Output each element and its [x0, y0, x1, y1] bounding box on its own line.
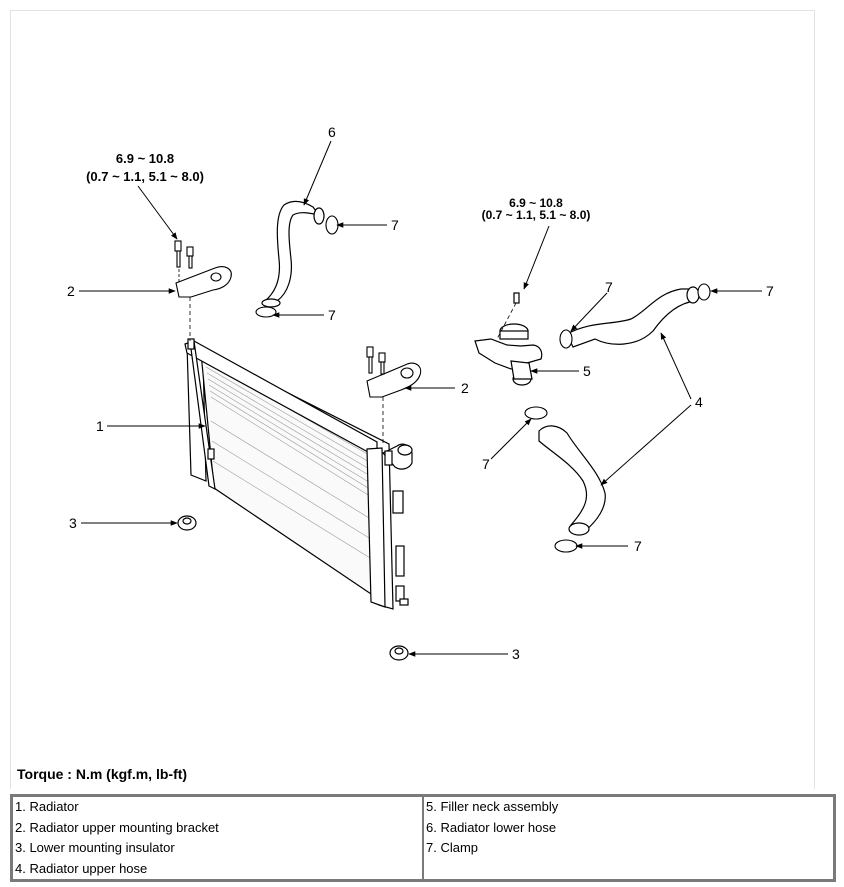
radiator-part	[184, 338, 413, 610]
left-upper-bracket	[174, 240, 232, 341]
lower-hose-part	[261, 200, 325, 308]
legend-left-column: 1. Radiator 2. Radiator upper mounting b…	[12, 796, 423, 880]
legend-item: 3. Lower mounting insulator	[15, 840, 175, 855]
callout-3-right: 3	[512, 646, 520, 662]
clamp-part	[255, 215, 339, 318]
upper-hose-part	[538, 286, 700, 536]
torque-unit-caption: Torque : N.m (kgf.m, lb-ft)	[17, 766, 188, 782]
legend-item: 4. Radiator upper hose	[15, 860, 148, 876]
legend-item: 1. Radiator	[15, 799, 79, 814]
torque-right-line1: 6.9 ~ 10.8	[509, 196, 563, 210]
callout-2-left: 2	[67, 283, 75, 299]
callout-7-bottom: 7	[634, 538, 642, 554]
callout-7-lower-hose-top: 7	[391, 217, 399, 233]
callout-6: 6	[328, 124, 336, 140]
parts-legend-table: 1. Radiator 2. Radiator upper mounting b…	[10, 794, 836, 882]
callout-3-left: 3	[69, 515, 77, 531]
callout-7-upper-hose-left: 7	[605, 279, 613, 295]
legend-item: 2. Radiator upper mounting bracket	[15, 819, 219, 835]
clamp-part	[524, 283, 711, 553]
torque-left-line2: (0.7 ~ 1.1, 5.1 ~ 8.0)	[86, 169, 204, 184]
legend-item: 6. Radiator lower hose	[426, 819, 557, 835]
legend-item: 7. Clamp	[426, 840, 479, 855]
leader-lines	[79, 140, 762, 657]
legend-item: 5. Filler neck assembly	[426, 799, 559, 814]
callout-7-mid: 7	[482, 456, 490, 472]
callout-7-upper-hose-right: 7	[766, 283, 774, 299]
legend-right-column: 5. Filler neck assembly 6. Radiator lowe…	[423, 796, 834, 880]
callout-7-lower-hose-bottom: 7	[328, 307, 336, 323]
radiator-assembly-drawing: 1 2 2 3 3 4 5 6 7 7 7 7 7 7 6.9 ~ 10.8 (…	[67, 124, 774, 662]
torque-right-line2: (0.7 ~ 1.1, 5.1 ~ 8.0)	[482, 208, 591, 222]
right-upper-bracket	[366, 346, 422, 446]
callout-1: 1	[96, 418, 104, 434]
exploded-diagram: 1 2 2 3 3 4 5 6 7 7 7 7 7 7 6.9 ~ 10.8 (…	[10, 10, 815, 789]
callout-5: 5	[583, 363, 591, 379]
callout-4: 4	[695, 394, 703, 410]
insulator-part	[177, 515, 409, 661]
callout-2-right: 2	[461, 380, 469, 396]
torque-left-line1: 6.9 ~ 10.8	[116, 151, 174, 166]
filler-neck-part	[474, 292, 543, 386]
